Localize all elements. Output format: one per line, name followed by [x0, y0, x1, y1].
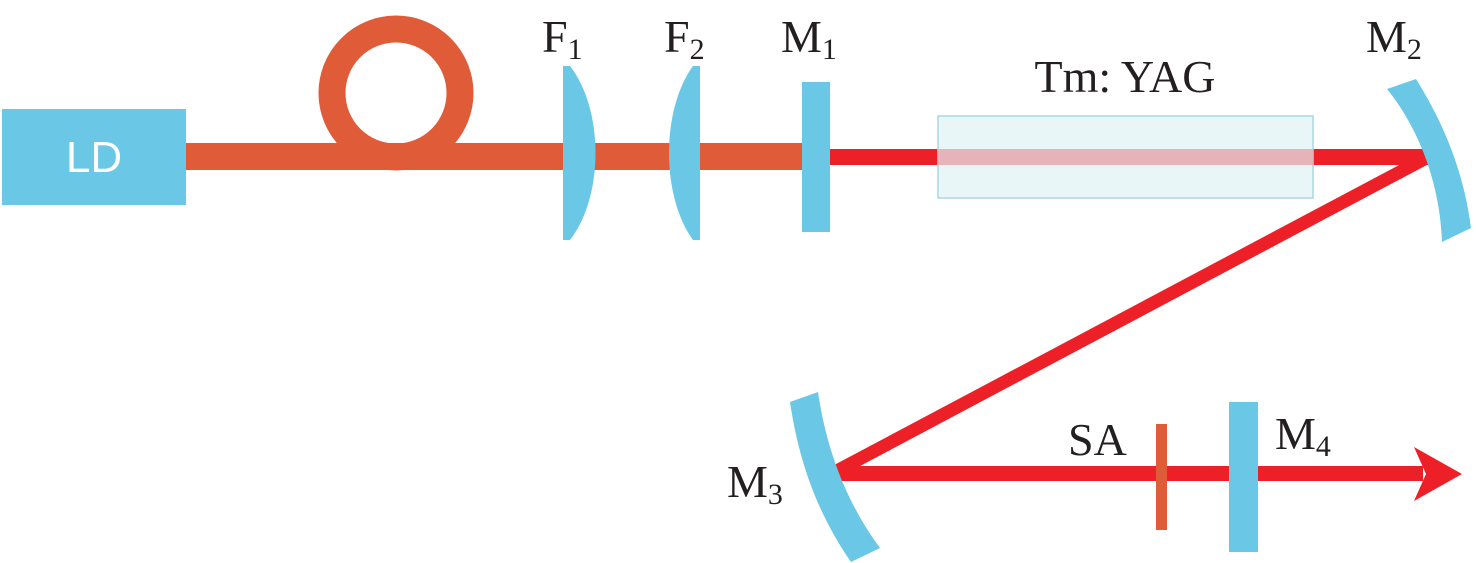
fiber-coil-icon [318, 15, 474, 171]
label-m3: M3 [727, 456, 783, 511]
label-m2: M2 [1366, 11, 1422, 66]
fiber-line [186, 143, 802, 170]
mirror-m2 [1387, 79, 1471, 242]
label-m4: M4 [1275, 408, 1331, 463]
label-m1: M1 [781, 11, 837, 66]
beam-diagonal [829, 151, 1432, 479]
saturable-absorber [1156, 424, 1167, 530]
crystal-beam [938, 149, 1313, 165]
mirror-m4 [1229, 402, 1258, 552]
label-f1: F1 [542, 11, 583, 66]
beam-output [833, 466, 1423, 481]
mirror-m3 [790, 392, 880, 562]
ld-box [2, 109, 186, 205]
mirror-m1 [802, 82, 830, 232]
label-f2: F2 [664, 11, 705, 66]
lens-f2 [669, 66, 700, 240]
label-sa: SA [1068, 414, 1127, 465]
arrow-right-icon [1414, 447, 1462, 501]
lens-f1 [563, 66, 596, 240]
ld-label: LD [66, 133, 122, 182]
label-crystal: Tm: YAG [1034, 51, 1215, 102]
